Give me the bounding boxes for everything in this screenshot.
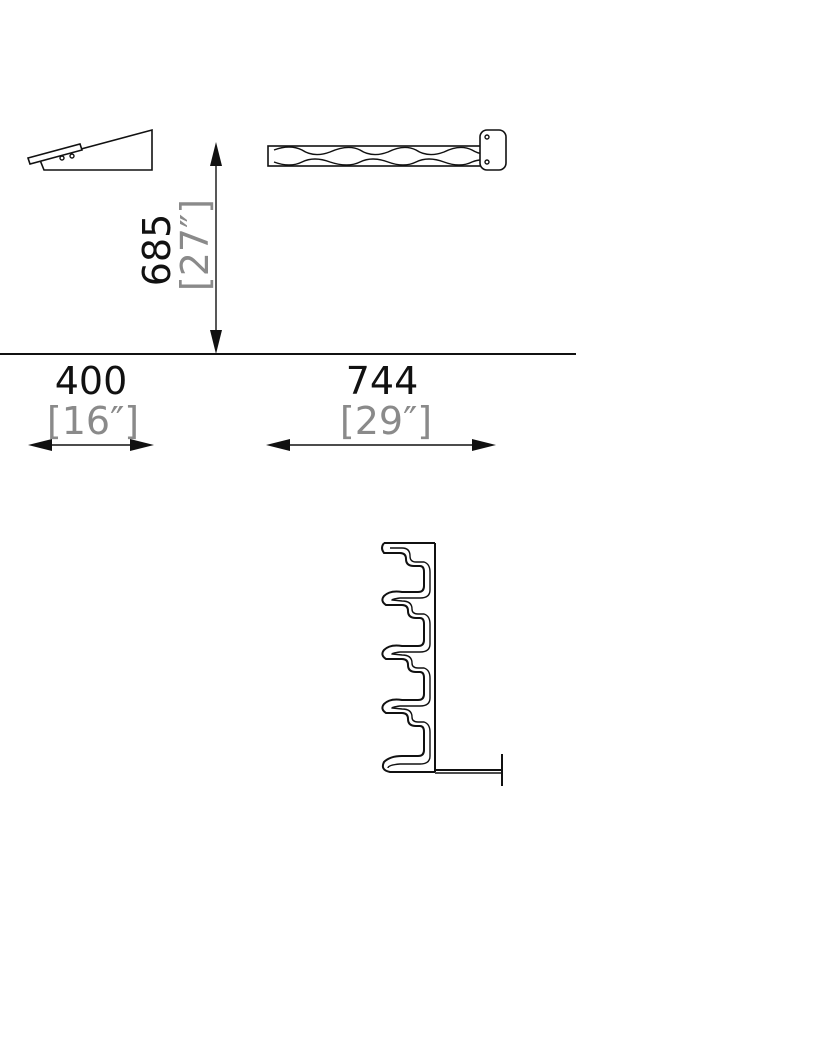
plan-view-inner-edge [387, 547, 431, 769]
front-view-wave [273, 146, 489, 156]
arrow-right-icon [130, 439, 154, 451]
side-view-bolt-hole [59, 155, 65, 161]
height-imperial-label: [27″] [173, 199, 217, 291]
depth-dimension: 400 [16″] [28, 359, 154, 451]
width-imperial-label: [29″] [340, 399, 432, 443]
arrow-up-icon [210, 142, 222, 166]
height-metric-label: 685 [135, 214, 179, 287]
side-view-top-rail [26, 143, 84, 165]
height-dimension: 685 [27″] [135, 142, 222, 354]
front-view-bolt-hole [484, 159, 490, 165]
front-view-mount-plate [479, 129, 507, 171]
side-view-bracket [38, 128, 153, 171]
side-view-bolt-hole [69, 153, 75, 159]
width-dimension: 744 [29″] [266, 359, 496, 451]
side-view [26, 128, 153, 171]
depth-metric-label: 400 [55, 359, 128, 403]
arrow-left-icon [266, 439, 290, 451]
arrow-down-icon [210, 330, 222, 354]
arrow-right-icon [472, 439, 496, 451]
plan-view [381, 542, 503, 786]
width-metric-label: 744 [346, 359, 419, 403]
front-view-wave [273, 158, 489, 166]
front-view [267, 129, 507, 171]
depth-imperial-label: [16″] [47, 399, 139, 443]
plan-view-serpentine [381, 542, 435, 773]
arrow-left-icon [28, 439, 52, 451]
front-view-bolt-hole [484, 134, 490, 140]
